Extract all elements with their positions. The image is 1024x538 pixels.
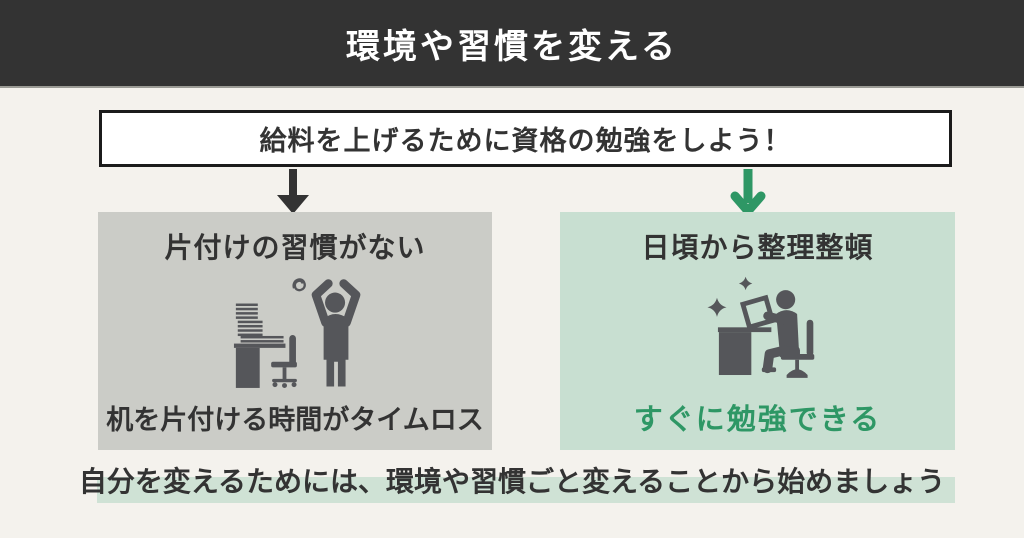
page-title: 環境や習慣を変える	[346, 26, 678, 67]
conclusion-text: 自分を変えるためには、環境や習慣ごと変えることから始めましょう	[78, 465, 946, 498]
left-panel-caption: 机を片付ける時間がタイムロス	[106, 405, 484, 436]
highlight-band	[97, 477, 955, 503]
goal-box: 給料を上げるために資格の勉強をしよう！	[99, 110, 952, 167]
right-panel-caption: すぐに勉強できる	[633, 402, 882, 436]
down-arrow-black-icon	[277, 169, 309, 214]
right-panel-title: 日頃から整理整頓	[641, 231, 874, 264]
left-panel-title: 片付けの習慣がない	[164, 231, 426, 264]
panel-no-tidy-habit: 片付けの習慣がない	[98, 212, 492, 450]
header-bar: 環境や習慣を変える	[0, 0, 1024, 88]
messy-desk-frustrated-person-illustration	[233, 277, 361, 388]
conclusion-line: 自分を変えるためには、環境や習慣ごと変えることから始めましょう	[0, 458, 1024, 506]
down-arrow-green-icon	[730, 169, 766, 214]
goal-text: 給料を上げるために資格の勉強をしよう！	[259, 126, 792, 157]
tidy-desk-studying-person-illustration	[706, 276, 814, 378]
panel-always-organized: 日頃から整理整頓	[560, 212, 955, 450]
